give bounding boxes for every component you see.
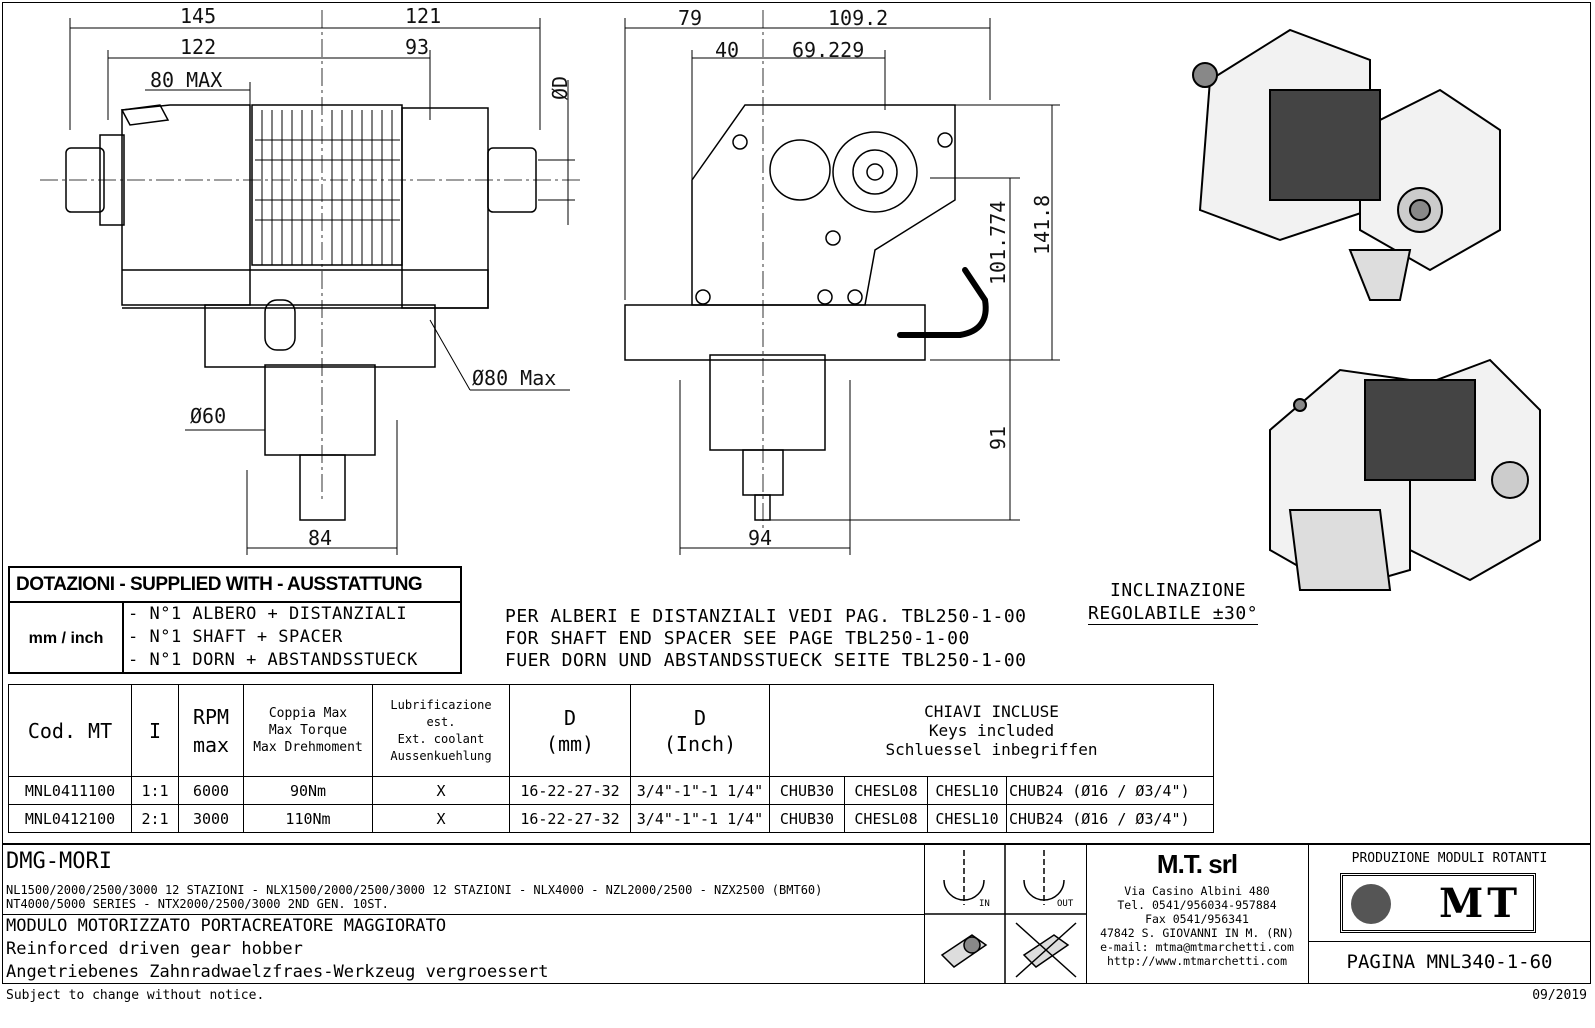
cell-coolant: X	[372, 776, 510, 805]
dim-80-max: 80 MAX	[150, 68, 223, 92]
cell-rpm: 6000	[178, 776, 244, 805]
production-block: PRODUZIONE MODULI ROTANTI MT PAGINA MNL3…	[1308, 845, 1591, 984]
brand-name: DMG-MORI	[6, 849, 112, 874]
address-line: Tel. 0541/956034-957884	[1117, 898, 1277, 912]
logo-text: MT	[1438, 879, 1521, 927]
table-row: MNL0412100 2:1 3000 110Nm X 16-22-27-32 …	[8, 804, 1214, 833]
dim-141-8: 141.8	[1030, 194, 1054, 255]
isometric-view-top	[1192, 28, 1501, 301]
address-line: Fax 0541/956341	[1145, 912, 1249, 926]
description-it: MODULO MOTORIZZATO PORTACREATORE MAGGIOR…	[6, 916, 447, 936]
gear-icon	[1351, 884, 1391, 924]
address-line: e-mail: mtma@mtmarchetti.com	[1100, 940, 1294, 954]
address-line: 47842 S. GIOVANNI IN M. (RN)	[1100, 926, 1294, 940]
shaft-note: PER ALBERI E DISTANZIALI VEDI PAG. TBL25…	[505, 606, 1027, 672]
dim-122: 122	[180, 35, 217, 59]
dim-69-229: 69.229	[792, 38, 865, 62]
footer-notice: Subject to change without notice.	[6, 988, 265, 1003]
dim-79: 79	[678, 6, 703, 30]
dim-91: 91	[986, 425, 1010, 450]
cell-key-2: CHESL08	[844, 804, 928, 833]
table-row: MNL0411100 1:1 6000 90Nm X 16-22-27-32 3…	[8, 776, 1214, 805]
supplied-item: - N°1 DORN + ABSTANDSSTUECK	[128, 650, 418, 670]
page-number: PAGINA MNL340-1-60	[1346, 951, 1553, 973]
supplied-units: mm / inch	[10, 603, 124, 674]
footer-date: 09/2019	[1532, 988, 1587, 1003]
rotation-direction-icon	[924, 845, 1086, 984]
production-label: PRODUZIONE MODULI ROTANTI	[1351, 851, 1548, 866]
header-i: I	[131, 684, 179, 777]
dim-40: 40	[715, 38, 740, 62]
shaft-note-line: FOR SHAFT END SPACER SEE PAGE TBL250-1-0…	[505, 628, 970, 649]
dim-93: 93	[405, 35, 430, 59]
machines-line-1: NL1500/2000/2500/3000 12 STAZIONI - NLX1…	[6, 883, 823, 897]
cell-key-3: CHESL10	[927, 804, 1007, 833]
cell-key-4: CHUB24 (Ø16 / Ø3/4")	[1006, 776, 1214, 805]
cell-key-1: CHUB30	[769, 776, 845, 805]
sheet-border	[2, 2, 1591, 984]
label-in: IN	[979, 899, 990, 909]
address-line: http://www.mtmarchetti.com	[1106, 954, 1287, 968]
cell-torque: 90Nm	[243, 776, 373, 805]
dim-phi-60: Ø60	[190, 404, 227, 428]
header-d-mm: D(mm)	[509, 684, 631, 777]
cell-cod: MNL0412100	[8, 804, 132, 833]
cell-coolant: X	[372, 804, 510, 833]
cell-ratio: 2:1	[131, 804, 179, 833]
label-out: OUT	[1057, 899, 1074, 909]
title-block: DMG-MORI NL1500/2000/2500/3000 12 STAZIO…	[2, 843, 1591, 984]
cell-key-2: CHESL08	[844, 776, 928, 805]
dim-145: 145	[180, 4, 217, 28]
dim-109-2: 109.2	[828, 6, 889, 30]
rotation-symbols: IN OUT	[924, 845, 1087, 984]
cell-key-4: CHUB24 (Ø16 / Ø3/4")	[1006, 804, 1214, 833]
company-name: M.T. srl	[1156, 849, 1238, 879]
supplied-item: - N°1 SHAFT + SPACER	[128, 627, 343, 647]
cell-key-1: CHUB30	[769, 804, 845, 833]
supplied-item: - N°1 ALBERO + DISTANZIALI	[128, 604, 408, 624]
cell-key-3: CHESL10	[927, 776, 1007, 805]
shaft-note-line: PER ALBERI E DISTANZIALI VEDI PAG. TBL25…	[505, 606, 1027, 627]
inclination-label-2: REGOLABILE ±30°	[1088, 603, 1259, 625]
header-d-inch: D(Inch)	[630, 684, 770, 777]
mt-logo: MT	[1340, 873, 1536, 933]
isometric-view-bottom	[1269, 358, 1541, 592]
cell-d-mm: 16-22-27-32	[509, 804, 631, 833]
side-view-drawing	[624, 10, 1060, 555]
cell-cod: MNL0411100	[8, 776, 132, 805]
shaft-note-line: FUER DORN UND ABSTANDSSTUECK SEITE TBL25…	[505, 650, 1027, 671]
cell-torque: 110Nm	[243, 804, 373, 833]
cell-ratio: 1:1	[131, 776, 179, 805]
dim-94: 94	[748, 526, 773, 550]
header-cod: Cod. MT	[8, 684, 132, 777]
inclination-label-1: INCLINAZIONE	[1110, 580, 1247, 601]
dim-101-774: 101.774	[986, 200, 1010, 285]
machines-line-2: NT4000/5000 SERIES - NTX2000/2500/3000 2…	[6, 897, 389, 911]
description-de: Angetriebenes Zahnradwaelzfraes-Werkzeug…	[6, 962, 549, 982]
dim-121: 121	[405, 4, 442, 28]
cell-d-inch: 3/4"-1"-1 1/4"	[630, 776, 770, 805]
supplied-with-box: DOTAZIONI - SUPPLIED WITH - AUSSTATTUNG …	[8, 566, 462, 674]
description-en: Reinforced driven gear hobber	[6, 939, 303, 959]
dim-phi-80: Ø80 Max	[472, 366, 557, 390]
dim-84: 84	[308, 526, 333, 550]
cell-rpm: 3000	[178, 804, 244, 833]
supplied-title: DOTAZIONI - SUPPLIED WITH - AUSSTATTUNG	[10, 568, 460, 603]
company-block: M.T. srl Via Casino Albini 480 Tel. 0541…	[1086, 845, 1309, 984]
cell-d-mm: 16-22-27-32	[509, 776, 631, 805]
front-view-drawing	[40, 10, 580, 555]
dim-phi-d: ØD	[548, 75, 572, 100]
address-line: Via Casino Albini 480	[1124, 884, 1270, 898]
cell-d-inch: 3/4"-1"-1 1/4"	[630, 804, 770, 833]
